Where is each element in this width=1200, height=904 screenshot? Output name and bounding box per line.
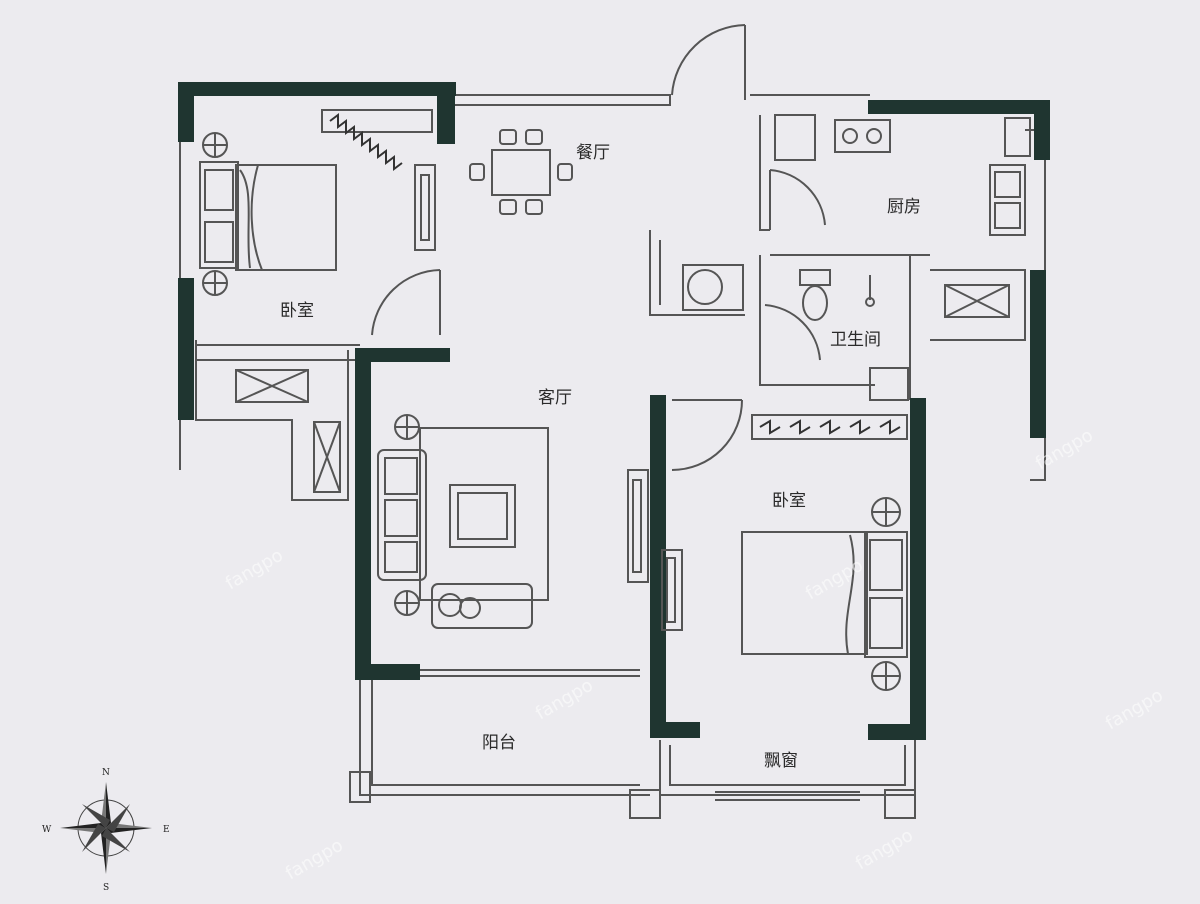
ac-units bbox=[235, 284, 1010, 493]
label-bedroom-se: 卧室 bbox=[772, 491, 806, 511]
structural-walls bbox=[178, 82, 1050, 740]
living-furniture bbox=[377, 414, 649, 629]
room-labels: 卧室 餐厅 厨房 卫生间 客厅 卧室 阳台 飘窗 bbox=[280, 143, 921, 771]
label-living: 客厅 bbox=[538, 388, 572, 408]
dining-table bbox=[469, 129, 573, 215]
wardrobe-nw bbox=[321, 109, 433, 171]
compass-rose: N S W E bbox=[42, 768, 170, 893]
compass-north: N bbox=[102, 768, 110, 778]
label-dining: 餐厅 bbox=[576, 143, 610, 163]
bed-se bbox=[661, 497, 908, 691]
watermark-7: fangpo bbox=[1102, 685, 1167, 735]
watermark-3: fangpo bbox=[802, 555, 867, 605]
door-swings bbox=[371, 24, 826, 471]
label-kitchen: 厨房 bbox=[887, 197, 921, 217]
bathroom-fixtures bbox=[682, 264, 909, 401]
watermark-5: fangpo bbox=[282, 835, 347, 885]
label-bathroom: 卫生间 bbox=[830, 330, 881, 350]
label-balcony: 阳台 bbox=[482, 733, 516, 753]
watermark-2: fangpo bbox=[532, 675, 597, 725]
label-bay-window: 飘窗 bbox=[764, 751, 798, 771]
bed-nw bbox=[199, 132, 436, 296]
wardrobe-se bbox=[751, 414, 908, 440]
watermark-1: fangpo bbox=[222, 545, 287, 595]
kitchen-fixtures bbox=[774, 114, 1031, 236]
compass-south: S bbox=[103, 883, 109, 893]
compass-east: E bbox=[163, 825, 170, 835]
label-bedroom-nw: 卧室 bbox=[280, 301, 314, 321]
compass-west: W bbox=[42, 825, 52, 835]
watermark-6: fangpo bbox=[852, 825, 917, 875]
